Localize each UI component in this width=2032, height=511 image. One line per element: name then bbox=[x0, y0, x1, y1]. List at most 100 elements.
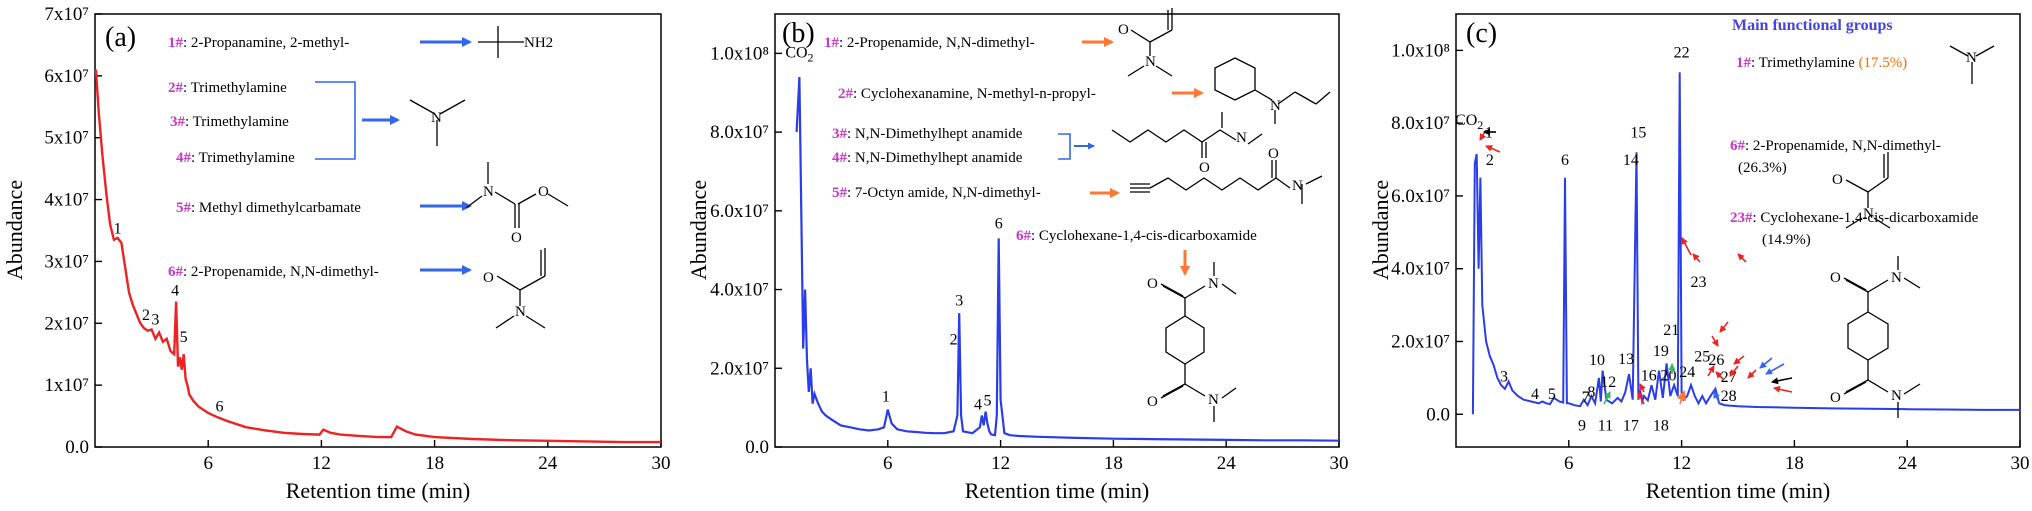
x-tick-label: 24 bbox=[538, 453, 558, 474]
legend-entry-2: 6#: 2-Propenamide, N,N-dimethyl- bbox=[1730, 138, 1941, 154]
arrow-icon bbox=[1747, 369, 1757, 379]
legend-entry-3: 3#: Trimethylamine bbox=[170, 114, 289, 130]
y-tick-label: 2.0x10⁷ bbox=[710, 358, 769, 379]
legend-entry-5: 5#: Methyl dimethylcarbamate bbox=[176, 200, 361, 216]
structure-trimethylamine bbox=[409, 99, 466, 146]
arrow-icon bbox=[1737, 253, 1747, 263]
x-tick-label: 12 bbox=[991, 453, 1010, 474]
y-tick-label: 5x10⁷ bbox=[44, 128, 89, 149]
legend-arrows bbox=[315, 37, 472, 275]
structure-label: N bbox=[431, 110, 442, 126]
y-tick-label: 1.0x10⁸ bbox=[1391, 40, 1450, 61]
structure-trimethylamine bbox=[1949, 45, 1995, 84]
structure-label: O bbox=[538, 184, 549, 200]
peak-label: 23 bbox=[1691, 274, 1707, 291]
legend-entry-1: 1#: 2-Propenamide, N,N-dimethyl- bbox=[824, 35, 1035, 51]
peak-label: 20 bbox=[1660, 367, 1676, 384]
legend: 1#: 2-Propenamide, N,N-dimethyl- 2#: Cyc… bbox=[824, 35, 1257, 244]
peak-label: 21 bbox=[1663, 322, 1679, 339]
structure-label: O bbox=[1830, 390, 1841, 406]
x-axis-title: Retention time (min) bbox=[965, 478, 1150, 503]
chromatogram-line bbox=[94, 69, 661, 444]
y-axis-title: Abundance bbox=[1368, 180, 1393, 280]
arrow-icon bbox=[1719, 321, 1729, 333]
peak-label: 9 bbox=[1578, 417, 1586, 434]
peak-label: 2 bbox=[1486, 152, 1494, 169]
y-tick-label: 0.0 bbox=[1426, 404, 1450, 425]
structure-label: N bbox=[1145, 54, 1156, 70]
y-axis-title: Abundance bbox=[2, 180, 27, 280]
structure-label: N bbox=[515, 304, 526, 320]
peak-label: 19 bbox=[1653, 343, 1669, 360]
structure-label: N bbox=[1891, 270, 1902, 286]
structure-label: O bbox=[1147, 394, 1158, 410]
y-tick-label: 4x10⁷ bbox=[44, 190, 89, 211]
peak-label: 28 bbox=[1721, 388, 1737, 405]
y-tick-label: 0.0 bbox=[745, 437, 769, 458]
arrow-icon bbox=[1603, 391, 1611, 405]
legend-entry-4: 4#: Trimethylamine bbox=[176, 150, 295, 166]
structure-label: O bbox=[1830, 270, 1841, 286]
legend-entry-3: 23#: Cyclohexane-1,4-cis-dicarboxamide bbox=[1730, 210, 1979, 226]
structure-label: O bbox=[1832, 172, 1843, 188]
peak-label: 25 bbox=[1694, 348, 1710, 365]
y-tick-label: 1x10⁷ bbox=[44, 375, 89, 396]
x-tick-label: 12 bbox=[1672, 453, 1691, 474]
peak-label: 5 bbox=[180, 329, 188, 346]
peak-label: 3 bbox=[955, 292, 963, 309]
peak-label: 4 bbox=[974, 397, 982, 414]
structure-label: N bbox=[483, 184, 494, 200]
x-tick-label: 18 bbox=[1104, 453, 1123, 474]
peak-label: 4 bbox=[171, 282, 179, 299]
x-tick-label: 12 bbox=[312, 453, 331, 474]
arrow-icon bbox=[1773, 385, 1793, 393]
chromatogram-line bbox=[795, 76, 1340, 442]
legend-entry-5: 5#: 7-Octyn amide, N,N-dimethyl- bbox=[832, 185, 1041, 201]
peak-label: CO2 bbox=[785, 44, 813, 64]
legend-entry-2: 2#: Cyclohexanamine, N-methyl-n-propyl- bbox=[838, 86, 1096, 102]
y-tick-label: 1.0x10⁸ bbox=[710, 43, 769, 64]
legend-arrows bbox=[1058, 37, 1204, 276]
structure-label: N bbox=[1292, 178, 1303, 194]
peak-label: 1 bbox=[114, 221, 122, 238]
peak-label: 26 bbox=[1708, 352, 1724, 369]
y-tick-label: 2.0x10⁷ bbox=[1391, 331, 1450, 352]
arrow-icon bbox=[1713, 391, 1721, 405]
peak-arrows bbox=[1479, 128, 1793, 405]
peak-label: 12 bbox=[1600, 374, 1616, 391]
peak-label: 6 bbox=[216, 399, 224, 416]
bracket bbox=[315, 81, 356, 160]
structure-label: N bbox=[1863, 206, 1874, 222]
structure-label: O bbox=[1118, 22, 1129, 38]
arrow-icon bbox=[1692, 253, 1701, 263]
plot-frame bbox=[774, 13, 1340, 448]
x-tick-label: 30 bbox=[652, 453, 671, 474]
arrow-icon bbox=[1733, 355, 1745, 365]
structure-label: N bbox=[1208, 276, 1219, 292]
y-tick-label: 6.0x10⁷ bbox=[710, 201, 769, 222]
peak-label: 7 bbox=[1582, 389, 1590, 406]
peak-label: 15 bbox=[1630, 125, 1646, 142]
peak-label: 5 bbox=[1548, 386, 1556, 403]
legend-entry-4: 4#: N,N-Dimethylhept anamide bbox=[832, 150, 1023, 166]
legend-percent-2: (26.3%) bbox=[1738, 160, 1787, 176]
peak-label: 16 bbox=[1641, 367, 1657, 384]
y-tick-label: 2x10⁷ bbox=[44, 313, 89, 334]
structure-octynamide bbox=[1130, 160, 1323, 204]
peak-label: 2 bbox=[142, 307, 150, 324]
peak-label: 5 bbox=[983, 393, 991, 410]
peak-label: 18 bbox=[1653, 417, 1669, 434]
structure-label: O bbox=[511, 230, 522, 246]
arrow-icon bbox=[1639, 383, 1646, 393]
x-axis-title: Retention time (min) bbox=[1646, 478, 1831, 503]
y-axis-title: Abundance bbox=[686, 180, 711, 280]
structure-label: N bbox=[1966, 50, 1977, 66]
peak-label: 6 bbox=[1561, 152, 1569, 169]
structure-label: N bbox=[1236, 130, 1247, 146]
x-tick-label: 6 bbox=[883, 453, 893, 474]
x-tick-label: 24 bbox=[1217, 453, 1237, 474]
legend-entry-6: 6#: 2-Propenamide, N,N-dimethyl- bbox=[168, 264, 379, 280]
peak-label: 6 bbox=[995, 216, 1003, 233]
